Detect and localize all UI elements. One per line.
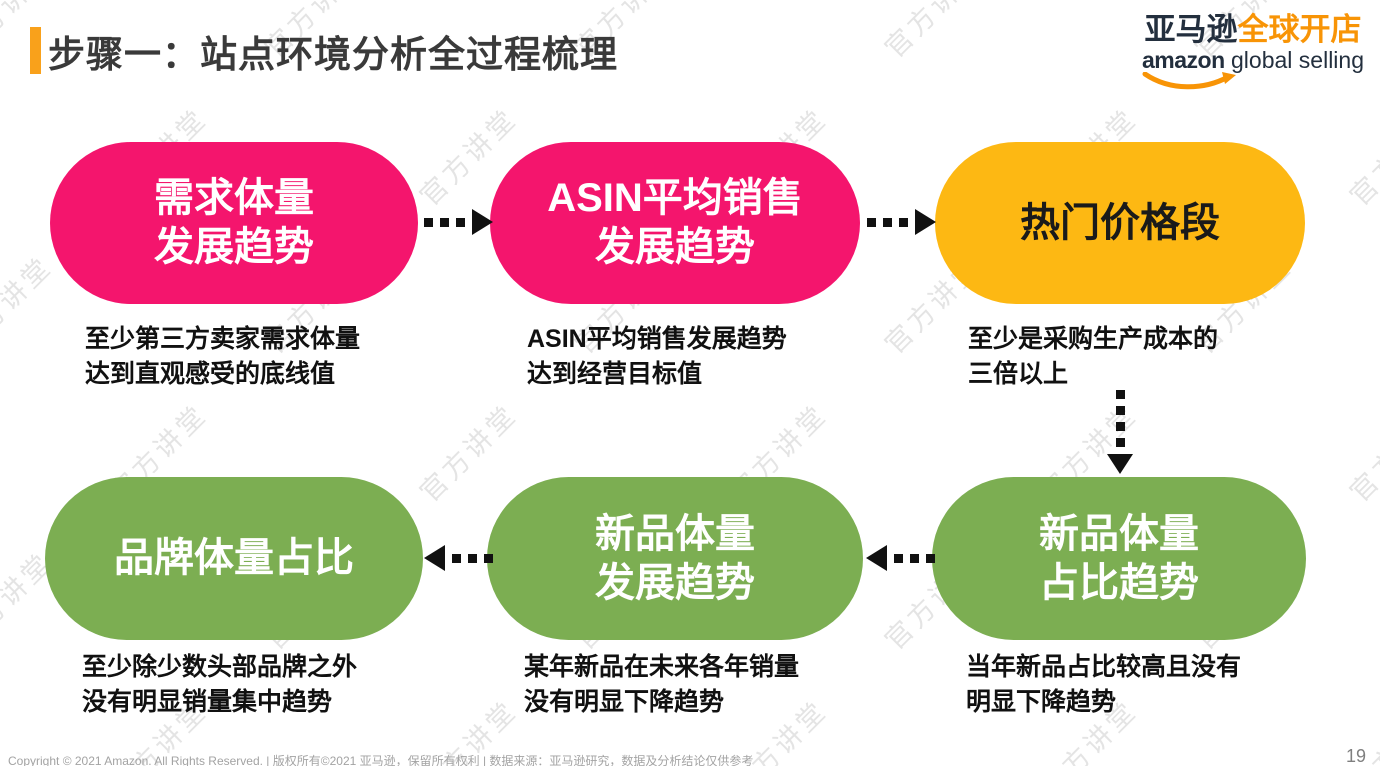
logo-cn-global-selling: 全球开店 [1237, 12, 1362, 47]
label-line: 新品体量 [595, 511, 755, 556]
flow-node-label: ASIN平均销售 发展趋势 [547, 174, 803, 272]
label-line: 新品体量 [1039, 511, 1199, 556]
dotted-arrow-left-icon [866, 545, 935, 571]
caption-line: 至少第三方卖家需求体量 [85, 325, 361, 353]
flow-node-demand-volume: 需求体量 发展趋势 [50, 142, 418, 304]
logo-en-amazon: amazon [1141, 47, 1225, 74]
logo-cn-amazon: 亚马逊 [1144, 12, 1238, 47]
flow-node-caption: 至少第三方卖家需求体量 达到直观感受的底线值 [85, 322, 360, 392]
dotted-arrow-left-icon [424, 545, 493, 571]
flow-node-hot-price-range: 热门价格段 [935, 142, 1305, 304]
flow-node-caption: 至少是采购生产成本的 三倍以上 [968, 322, 1218, 392]
caption-line: 当年新品占比较高且没有 [966, 653, 1242, 681]
flow-node-label: 需求体量 发展趋势 [154, 174, 314, 272]
caption-line: 至少是采购生产成本的 [968, 325, 1219, 353]
label-line: 品牌体量占比 [114, 536, 354, 581]
amazon-smile-icon [1142, 72, 1236, 90]
watermark-text: 官方讲堂 [1344, 398, 1380, 508]
flow-node-label: 新品体量 发展趋势 [595, 510, 755, 608]
flow-node-new-product-volume-trend: 新品体量 发展趋势 [487, 477, 863, 640]
flow-node-brand-volume-share: 品牌体量占比 [45, 477, 423, 640]
page-number: 19 [1345, 746, 1366, 766]
watermark-text: 官方讲堂 [414, 398, 524, 508]
label-line: 占比趋势 [1039, 560, 1199, 605]
flow-node-label: 新品体量 占比趋势 [1039, 510, 1199, 608]
logo-chinese-line: 亚马逊全球开店 [1144, 12, 1362, 47]
caption-line: 某年新品在未来各年销量 [524, 653, 800, 681]
label-line: 发展趋势 [594, 225, 755, 269]
page-title: 步骤一：站点环境分析全过程梳理 [48, 34, 618, 75]
label-line: 需求体量 [154, 176, 314, 221]
watermark-text: 官方讲堂 [879, 0, 989, 64]
flow-node-caption: 当年新品占比较高且没有 明显下降趋势 [966, 650, 1241, 720]
caption-line: 没有明显销量集中趋势 [82, 688, 333, 716]
caption-line: 三倍以上 [968, 360, 1069, 388]
watermark-text: 官方讲堂 [0, 250, 59, 360]
flow-node-label: 品牌体量占比 [114, 534, 354, 583]
label-line: 热门价格段 [1020, 200, 1220, 245]
caption-line: 至少除少数头部品牌之外 [82, 653, 358, 681]
label-line: ASIN平均销售 [547, 176, 803, 221]
flow-node-new-product-share-trend: 新品体量 占比趋势 [932, 477, 1306, 640]
caption-line: 没有明显下降趋势 [524, 688, 725, 716]
flow-node-label: 热门价格段 [1020, 199, 1220, 248]
amazon-global-selling-logo: 亚马逊全球开店 amazon global selling [1141, 12, 1364, 90]
copyright-footer: Copyright © 2021 Amazon. All Rights Rese… [8, 754, 754, 766]
caption-line: 达到经营目标值 [527, 360, 703, 388]
watermark-text: 官方讲堂 [1344, 102, 1380, 212]
dotted-arrow-right-icon [867, 209, 936, 235]
label-line: 发展趋势 [154, 225, 314, 269]
caption-line: ASIN平均销售发展趋势 [527, 325, 787, 353]
logo-english-line: amazon global selling [1141, 47, 1364, 90]
flow-node-caption: 至少除少数头部品牌之外 没有明显销量集中趋势 [82, 650, 357, 720]
label-line: 发展趋势 [595, 560, 755, 605]
dotted-arrow-right-icon [424, 209, 493, 235]
caption-line: 达到直观感受的底线值 [85, 360, 336, 388]
flow-node-caption: ASIN平均销售发展趋势 达到经营目标值 [527, 322, 787, 392]
dotted-arrow-down-icon [1107, 390, 1133, 474]
caption-line: 明显下降趋势 [966, 688, 1117, 716]
flow-node-caption: 某年新品在未来各年销量 没有明显下降趋势 [524, 650, 799, 720]
flow-node-asin-average-sales: ASIN平均销售 发展趋势 [490, 142, 860, 304]
logo-en-global-selling: global selling [1231, 47, 1364, 74]
title-accent-bar [30, 27, 41, 74]
